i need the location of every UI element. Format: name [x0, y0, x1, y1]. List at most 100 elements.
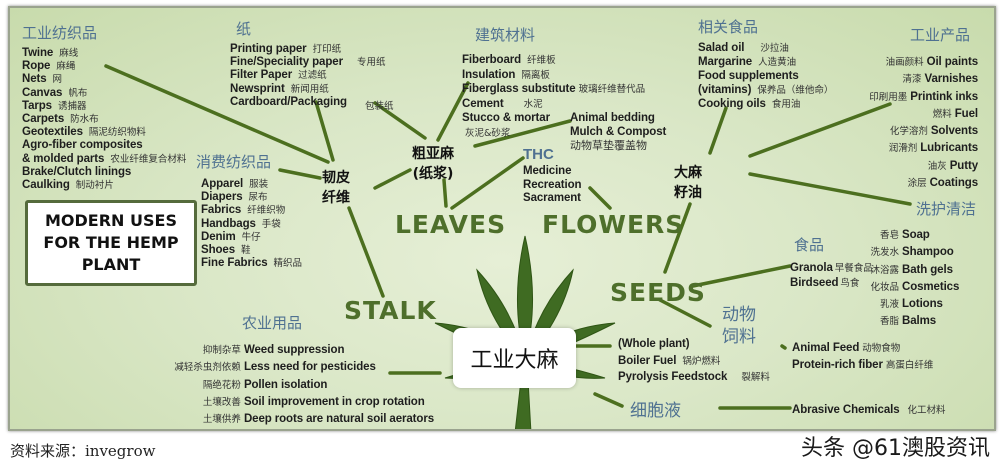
list-item: Agro-fiber composites	[22, 139, 143, 152]
paper-title: 纸	[236, 20, 252, 38]
industrial-textiles-title: 工业纺织品	[22, 24, 98, 42]
center-label-box: 工业大麻	[453, 328, 576, 388]
building-materials-title: 建筑材料	[475, 26, 536, 44]
agriculture-title: 农业用品	[242, 314, 303, 332]
hub-hurds-pulp: 粗亚麻 (纸浆)	[412, 146, 454, 182]
cell-sap-title: 细胞液	[630, 401, 681, 421]
part-label-flowers: FLOWERS	[542, 210, 685, 239]
foods-title: 食品	[794, 236, 825, 254]
thc-list: Medicine Recreation Sacrament	[523, 165, 582, 206]
center-label: 工业大麻	[470, 348, 559, 373]
list-item: Animal bedding	[570, 112, 655, 124]
diagram-frame: MODERN USES FOR THE HEMP PLANT 工业纺织品 Twi…	[8, 6, 996, 431]
related-foods-title: 相关食品	[698, 18, 759, 36]
personal-care-title: 洗护清洁	[916, 200, 977, 218]
list-item: Mulch & Compost	[570, 125, 667, 138]
animal-feed-title: 动物 饲料	[722, 305, 756, 347]
animal-bedding-group: Animal bedding Mulch & Compost 动物草垫覆盖物	[570, 112, 666, 153]
diagram-title-box: MODERN USES FOR THE HEMP PLANT	[25, 200, 197, 286]
list-item: Food supplements	[698, 70, 799, 82]
watermark: 头条 @61澳股资讯	[801, 436, 990, 461]
list-item: Recreation	[523, 178, 582, 191]
list-item: Stucco & mortar	[462, 112, 550, 124]
thc-group: THC Medicine Recreation Sacrament	[523, 146, 582, 206]
list-item: 动物草垫覆盖物	[570, 139, 647, 152]
list-item: (vitamins)保养品（维他命）	[698, 84, 834, 96]
hub-seed-oil: 大麻 籽油	[674, 165, 702, 201]
list-item: (Whole plant)	[618, 338, 690, 350]
industrial-products-title: 工业产品	[910, 26, 971, 44]
list-item: Sacrament	[523, 192, 581, 204]
hub-bast-fiber: 韧皮 纤维	[322, 170, 350, 206]
part-label-leaves: LEAVES	[395, 210, 507, 239]
part-label-seeds: SEEDS	[610, 278, 706, 307]
part-label-stalk: STALK	[344, 296, 437, 325]
thc-title: THC	[523, 146, 554, 163]
diagram-title: MODERN USES FOR THE HEMP PLANT	[43, 211, 179, 274]
